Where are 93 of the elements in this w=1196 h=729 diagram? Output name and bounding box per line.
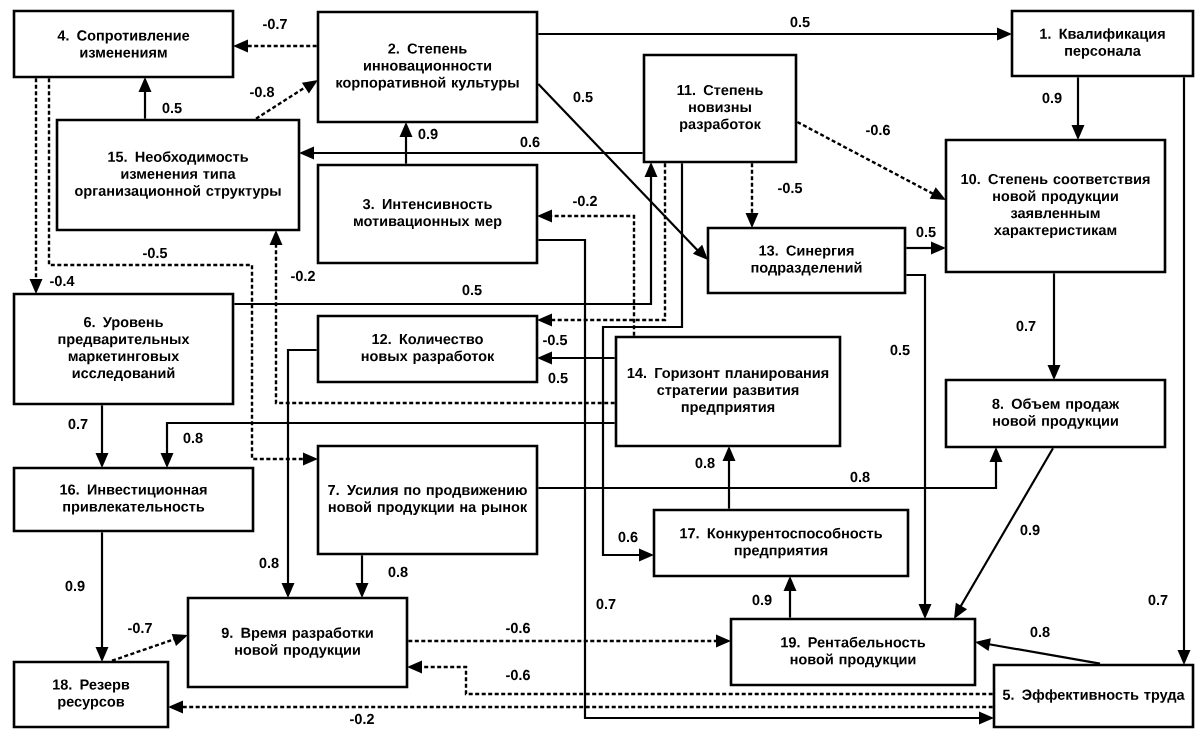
arrow [537, 209, 636, 336]
arrow [408, 634, 731, 648]
arrow [1047, 273, 1061, 380]
edge-label: 0.6 [518, 135, 542, 149]
edge-label: -0.4 [48, 274, 76, 288]
edge-label: -0.6 [504, 668, 532, 682]
arrow [95, 532, 109, 662]
edge-label: 0.8 [1028, 625, 1052, 639]
edge-label: 0.5 [914, 225, 938, 239]
edge-label: -0.2 [571, 194, 599, 208]
arrow [796, 120, 946, 200]
arrow [234, 162, 658, 306]
factor-box: 12. Количество новых разработок [316, 314, 539, 384]
arrow [1071, 77, 1085, 140]
factor-box: 5. Эффективность труда [992, 663, 1195, 729]
edge-label: 0.5 [788, 15, 812, 29]
arrow [537, 351, 615, 365]
factor-box: 2. Степень инновационности корпоративной культуры [316, 10, 539, 124]
factor-box: 19. Рентабельность новой продукции [729, 617, 977, 687]
arrow [29, 78, 43, 294]
edge-label: -0.5 [776, 181, 804, 195]
factor-box: 8. Объем продаж новой продукции [944, 378, 1167, 449]
arrow [168, 700, 993, 714]
edge-label: -0.8 [248, 85, 276, 99]
edge-label: 0.7 [594, 597, 618, 611]
edge-label: 0.9 [1018, 523, 1042, 537]
arrow [954, 447, 1054, 619]
factor-box: 18. Резерв ресурсов [12, 660, 170, 729]
edge-label: 0.8 [693, 456, 717, 470]
factor-box: 16. Инвестиционная привлекательность [12, 466, 255, 533]
edge-label: 0.7 [1014, 319, 1038, 333]
edge-label: 0.9 [63, 579, 87, 593]
arrow [537, 163, 667, 327]
edge-label: 0.5 [571, 90, 595, 104]
factor-box: 17. Конкурентоспособность предприятия [652, 508, 910, 578]
arrow [269, 230, 615, 405]
arrow [601, 163, 684, 562]
arrow [95, 405, 109, 468]
edge-label: -0.7 [261, 17, 289, 31]
arrow [538, 27, 1012, 41]
arrow [233, 39, 317, 53]
arrow [538, 447, 1003, 490]
edge-label: 0.9 [750, 593, 774, 607]
arrow [745, 163, 759, 228]
edge-label: 0.8 [181, 431, 205, 445]
arrow [255, 80, 318, 120]
edge-label: 0.8 [848, 470, 872, 484]
arrow [281, 348, 317, 598]
arrow [783, 576, 797, 618]
factor-box: 9. Время разработки новой продукции [186, 596, 409, 689]
edge-label: 0.5 [460, 283, 484, 297]
edge-label: 0.6 [616, 530, 640, 544]
arrow [906, 273, 932, 619]
arrow [538, 238, 994, 725]
edge-label: 0.5 [160, 101, 184, 115]
edge-label: -0.6 [864, 123, 892, 137]
edge-label: 0.9 [1040, 91, 1064, 105]
factor-box: 15. Необходимость изменения типа организационной структуры [55, 118, 301, 232]
edge-label: 0.5 [546, 371, 570, 385]
arrow [722, 446, 736, 509]
factor-box: 4. Сопротивление изменениям [12, 9, 235, 79]
factor-box: 6. Уровень предварительных маркетинговых исследований [12, 292, 235, 406]
edge-label: -0.5 [141, 246, 169, 260]
arrow [138, 77, 152, 119]
arrow [906, 241, 946, 255]
edge-label: -0.5 [541, 333, 569, 347]
factor-box: 11. Степень новизны разработок [642, 53, 798, 164]
arrow [355, 555, 369, 598]
edge-label: -0.6 [504, 621, 532, 635]
edge-label: -0.2 [289, 269, 317, 283]
arrow [47, 78, 318, 466]
edge-label: -0.2 [348, 712, 376, 726]
factor-box: 1. Квалификация персонала [1010, 9, 1195, 78]
arrow [975, 638, 1101, 665]
arrow [407, 660, 993, 696]
edge-label: 0.8 [257, 556, 281, 570]
factor-box: 14. Горизонт планирования стратегии развития предприятия [614, 335, 842, 448]
edge-label: 0.9 [416, 127, 440, 141]
arrow [160, 421, 615, 468]
edge-label: 0.7 [1146, 593, 1170, 607]
edge-label: 0.7 [66, 417, 90, 431]
arrow [111, 633, 188, 662]
edge-label: -0.7 [126, 621, 154, 635]
arrow [537, 83, 708, 260]
factor-box: 7. Усилия по продвижению новой продукции на рынок [316, 444, 539, 556]
factor-box: 3. Интенсивность мотивационных мер [316, 163, 539, 265]
factor-box: 13. Синергия подразделений [706, 226, 907, 295]
edge-label: 0.5 [888, 343, 912, 357]
factor-box: 10. Степень соответствия новой продукции заявленным характеристикам [944, 138, 1167, 274]
arrow [299, 146, 643, 160]
edge-label: 0.8 [386, 565, 410, 579]
arrow [399, 122, 413, 164]
arrow [1177, 77, 1191, 665]
